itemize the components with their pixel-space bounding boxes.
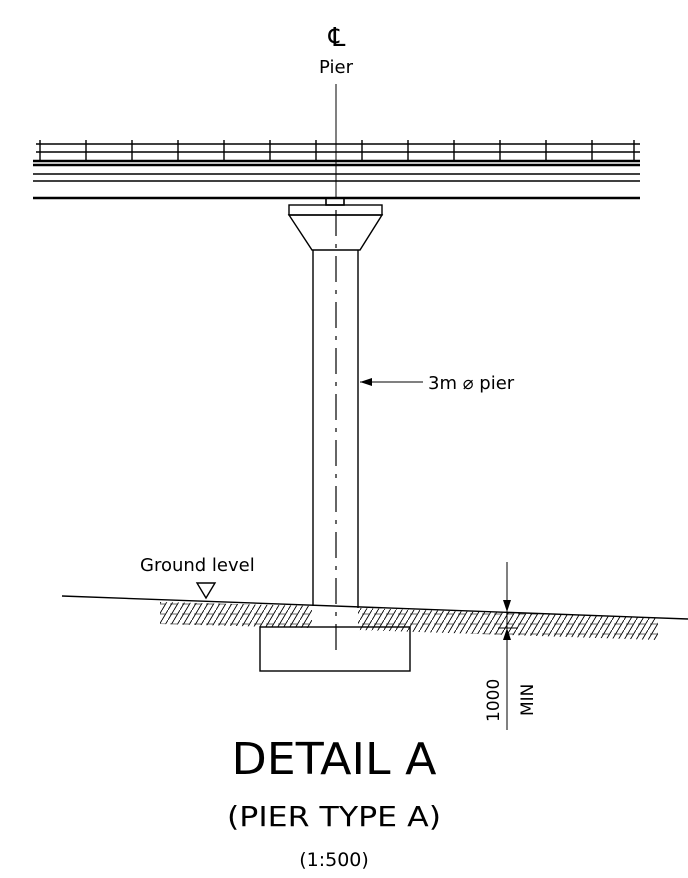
pier-callout: 3m ⌀ pier: [428, 373, 515, 394]
detail-scale: (1:500): [299, 849, 369, 871]
centerline-label: Pier: [319, 57, 354, 78]
detail-title: DETAIL A: [232, 734, 437, 785]
detail-subtitle: (PIER TYPE A): [227, 800, 441, 833]
dimension-value: 1000: [484, 679, 504, 722]
depth-dimension: [498, 562, 518, 730]
ground-level-label: Ground level: [140, 555, 255, 576]
centerline-symbol: ℄: [328, 23, 346, 53]
ground-hatch-left: [160, 602, 312, 628]
dimension-qualifier: MIN: [518, 684, 538, 716]
pile-footing: [259, 626, 411, 672]
ground-line: [61, 595, 688, 620]
ground-level-marker: [195, 582, 217, 600]
railing-posts: [39, 140, 635, 161]
pier-column: [312, 249, 359, 608]
pier-callout-leader: [360, 378, 423, 386]
